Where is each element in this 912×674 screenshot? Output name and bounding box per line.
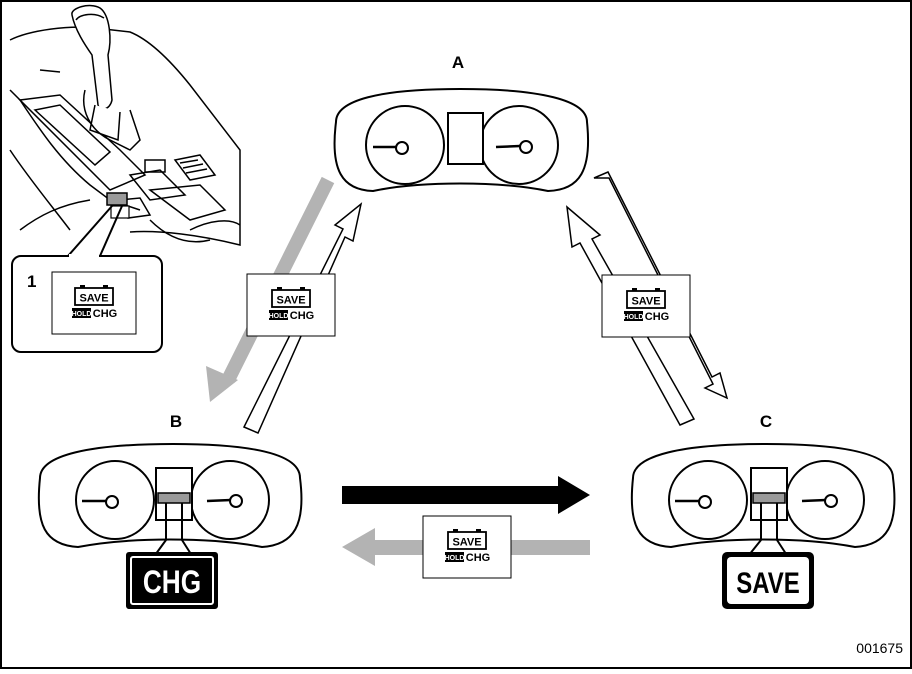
save-hold-chg-switch-icon: SAVE HOLD CHG	[624, 288, 669, 323]
chg-indicator-display: CHG	[126, 552, 218, 609]
save-indicator-display: SAVE	[722, 552, 814, 609]
switch-box-left: SAVE HOLD CHG	[246, 273, 336, 337]
svg-text:SAVE: SAVE	[631, 296, 660, 308]
svg-text:SAVE: SAVE	[276, 295, 305, 307]
svg-text:SAVE: SAVE	[452, 537, 481, 549]
figure-id: 001675	[856, 640, 903, 656]
arrow-a-to-c-outline	[593, 171, 729, 400]
svg-text:CHG: CHG	[466, 552, 490, 564]
instrument-cluster-a	[333, 87, 590, 193]
save-hold-chg-switch-icon: SAVE HOLD CHG	[269, 287, 314, 322]
center-console-illustration	[9, 26, 241, 246]
instrument-cluster-c	[630, 442, 896, 561]
label-b: B	[170, 412, 182, 431]
arrow-b-to-c-black	[342, 476, 590, 514]
svg-text:HOLD: HOLD	[269, 313, 289, 320]
svg-text:CHG: CHG	[645, 311, 669, 323]
callout-box-1: SAVE HOLD CHG	[11, 205, 163, 353]
svg-text:CHG: CHG	[93, 308, 117, 320]
label-a: A	[452, 53, 464, 72]
save-hold-chg-switch-icon: SAVE HOLD CHG	[445, 529, 490, 564]
switch-box-bottom: SAVE HOLD CHG	[422, 515, 512, 579]
svg-text:HOLD: HOLD	[72, 311, 92, 318]
svg-text:HOLD: HOLD	[445, 555, 465, 562]
drive-mode-switch-icon	[106, 192, 128, 206]
shift-lever-illustration	[71, 4, 141, 151]
svg-text:CHG: CHG	[290, 310, 314, 322]
svg-text:HOLD: HOLD	[624, 314, 644, 321]
chg-display-text: CHG	[143, 566, 201, 601]
label-c: C	[760, 412, 772, 431]
switch-box-right: SAVE HOLD CHG	[601, 274, 691, 338]
save-hold-chg-switch-icon: SAVE HOLD CHG	[72, 285, 117, 320]
save-display-text: SAVE	[736, 565, 800, 599]
instrument-cluster-b	[37, 442, 303, 563]
callout-number: 1	[27, 272, 36, 291]
svg-text:SAVE: SAVE	[79, 293, 108, 305]
